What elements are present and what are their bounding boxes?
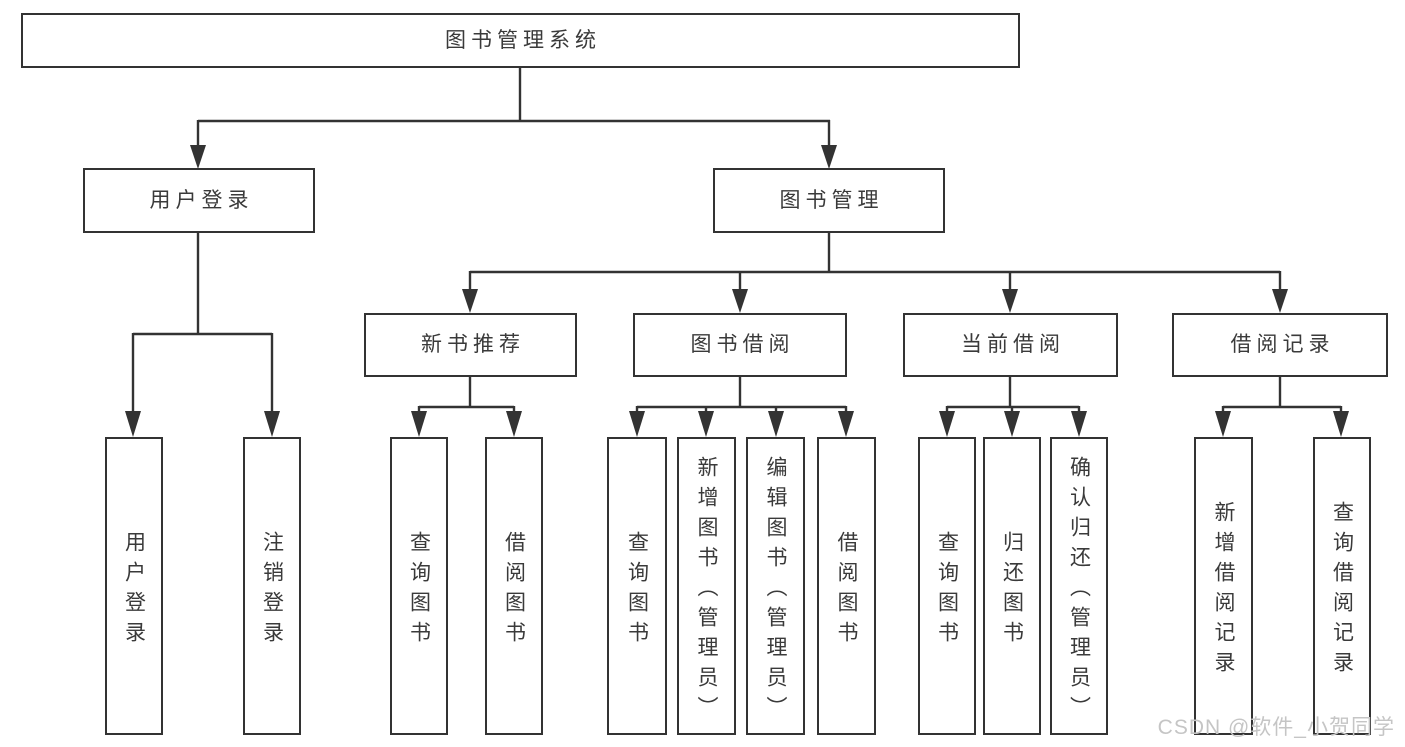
node-current-borrow: 当前借阅 (903, 313, 1118, 377)
leaf-logout: 注销登录 (243, 437, 301, 735)
node-book-management: 图书管理 (713, 168, 945, 233)
leaf-return-book: 归还图书 (983, 437, 1041, 735)
leaf-borrow-book-recommend-label: 借阅图书 (502, 530, 526, 651)
node-borrow-records-label: 借阅记录 (1230, 333, 1335, 357)
leaf-query-book-current: 查询图书 (918, 437, 976, 735)
leaf-borrow-book: 借阅图书 (817, 437, 876, 735)
leaf-query-book-borrow-label: 查询图书 (625, 530, 649, 651)
node-book-borrow-label: 图书借阅 (690, 333, 795, 357)
leaf-edit-book-admin-label: 编辑图书（管理员） (764, 455, 787, 726)
connector-borrow-records-children (1221, 376, 1343, 415)
leaf-query-borrow-record-label: 查询借阅记录 (1330, 500, 1354, 681)
leaf-confirm-return-admin-label: 确认归还（管理员） (1067, 455, 1091, 726)
leaf-borrow-book-label: 借阅图书 (835, 530, 858, 651)
leaf-borrow-book-recommend: 借阅图书 (485, 437, 543, 735)
arrowheads-book-borrow-children (629, 411, 854, 437)
arrowheads-current-borrow-children (939, 411, 1087, 437)
arrowheads-level2 (190, 145, 837, 169)
leaf-logout-label: 注销登录 (260, 530, 284, 651)
leaf-query-book-recommend-label: 查询图书 (407, 530, 431, 651)
leaf-query-book-current-label: 查询图书 (935, 530, 959, 651)
leaf-add-borrow-record: 新增借阅记录 (1194, 437, 1253, 735)
node-user-login-label: 用户登录 (149, 188, 254, 212)
leaf-query-book-borrow: 查询图书 (607, 437, 667, 735)
node-book-borrow: 图书借阅 (633, 313, 847, 377)
node-new-book-recommend: 新书推荐 (364, 313, 577, 377)
leaf-edit-book-admin: 编辑图书（管理员） (746, 437, 805, 735)
arrowheads-borrow-records-children (1215, 411, 1349, 437)
connector-current-borrow-children (945, 376, 1081, 415)
leaf-add-book-admin-label: 新增图书（管理员） (695, 455, 718, 726)
node-user-login: 用户登录 (83, 168, 315, 233)
connector-new-book-children (417, 376, 516, 415)
node-root: 图书管理系统 (21, 13, 1020, 68)
leaf-add-borrow-record-label: 新增借阅记录 (1212, 500, 1235, 681)
arrowheads-user-login-children (125, 411, 280, 437)
node-book-management-label: 图书管理 (779, 188, 884, 212)
connector-book-management-children (468, 232, 1282, 292)
csdn-watermark: CSDN @软件_小贺同学 (1157, 716, 1395, 739)
node-new-book-recommend-label: 新书推荐 (421, 333, 525, 357)
connector-user-login-children (131, 232, 274, 415)
node-root-label: 图书管理系统 (445, 28, 601, 52)
node-current-borrow-label: 当前借阅 (961, 333, 1065, 357)
leaf-return-book-label: 归还图书 (1000, 530, 1024, 651)
leaf-query-book-recommend: 查询图书 (390, 437, 448, 735)
connector-book-borrow-children (635, 376, 848, 415)
leaf-query-borrow-record: 查询借阅记录 (1313, 437, 1371, 735)
arrowheads-new-book-children (411, 411, 522, 437)
node-borrow-records: 借阅记录 (1172, 313, 1388, 377)
connector-root-to-level2 (196, 67, 831, 148)
leaf-add-book-admin: 新增图书（管理员） (677, 437, 736, 735)
leaf-user-login-label: 用户登录 (122, 530, 146, 651)
arrowheads-level3 (462, 289, 1288, 313)
leaf-confirm-return-admin: 确认归还（管理员） (1050, 437, 1108, 735)
leaf-user-login: 用户登录 (105, 437, 163, 735)
